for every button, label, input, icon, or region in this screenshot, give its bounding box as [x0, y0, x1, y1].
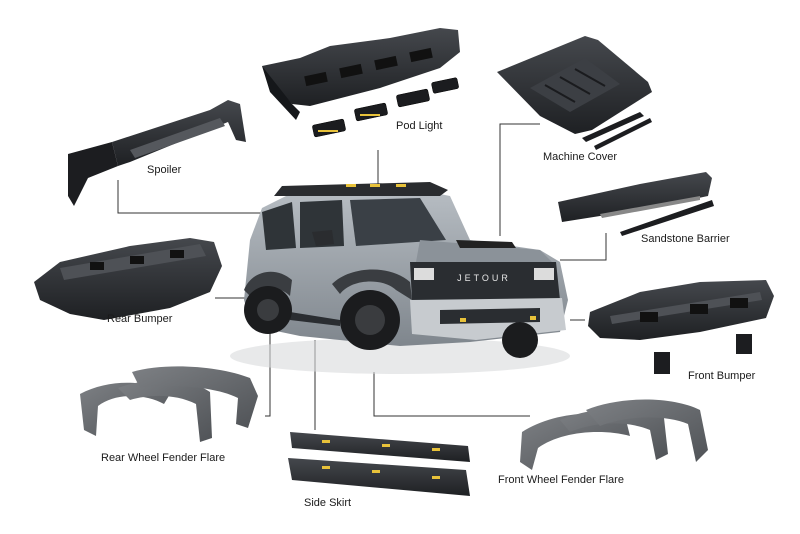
leader-line-spoiler [117, 180, 270, 214]
label-rear-wheel-fender-flare: Rear Wheel Fender Flare [101, 452, 226, 464]
label-pod-light: Pod Light [396, 120, 443, 132]
front-bumper-part [588, 280, 774, 374]
label-machine-cover: Machine Cover [543, 151, 617, 163]
front-wheel-fender-flare-part [520, 399, 708, 470]
rear-wheel-fender-flare-part [80, 366, 258, 442]
leader-line-sandstone-barrier [560, 233, 607, 261]
leader-line-rear-flare [265, 330, 271, 417]
grille-badge: JETOUR [457, 273, 511, 283]
label-spoiler: Spoiler [147, 164, 182, 176]
leader-line-front-flare [373, 372, 530, 417]
leader-lines [117, 123, 607, 430]
machine-cover-part [497, 36, 652, 150]
pod-light-part [262, 28, 460, 138]
rear-bumper-part [34, 238, 222, 320]
label-sandstone-barrier: Sandstone Barrier [641, 233, 730, 245]
label-front-wheel-fender-flare: Front Wheel Fender Flare [498, 474, 624, 486]
side-skirt-part [288, 432, 470, 496]
sandstone-barrier-part [558, 172, 714, 236]
spoiler-part [68, 100, 246, 206]
vehicle-illustration: JETOUR [230, 182, 570, 374]
label-rear-bumper: Rear Bumper [107, 313, 173, 325]
label-side-skirt: Side Skirt [304, 497, 352, 509]
leader-line-machine-cover [499, 123, 540, 236]
label-front-bumper: Front Bumper [688, 370, 756, 382]
